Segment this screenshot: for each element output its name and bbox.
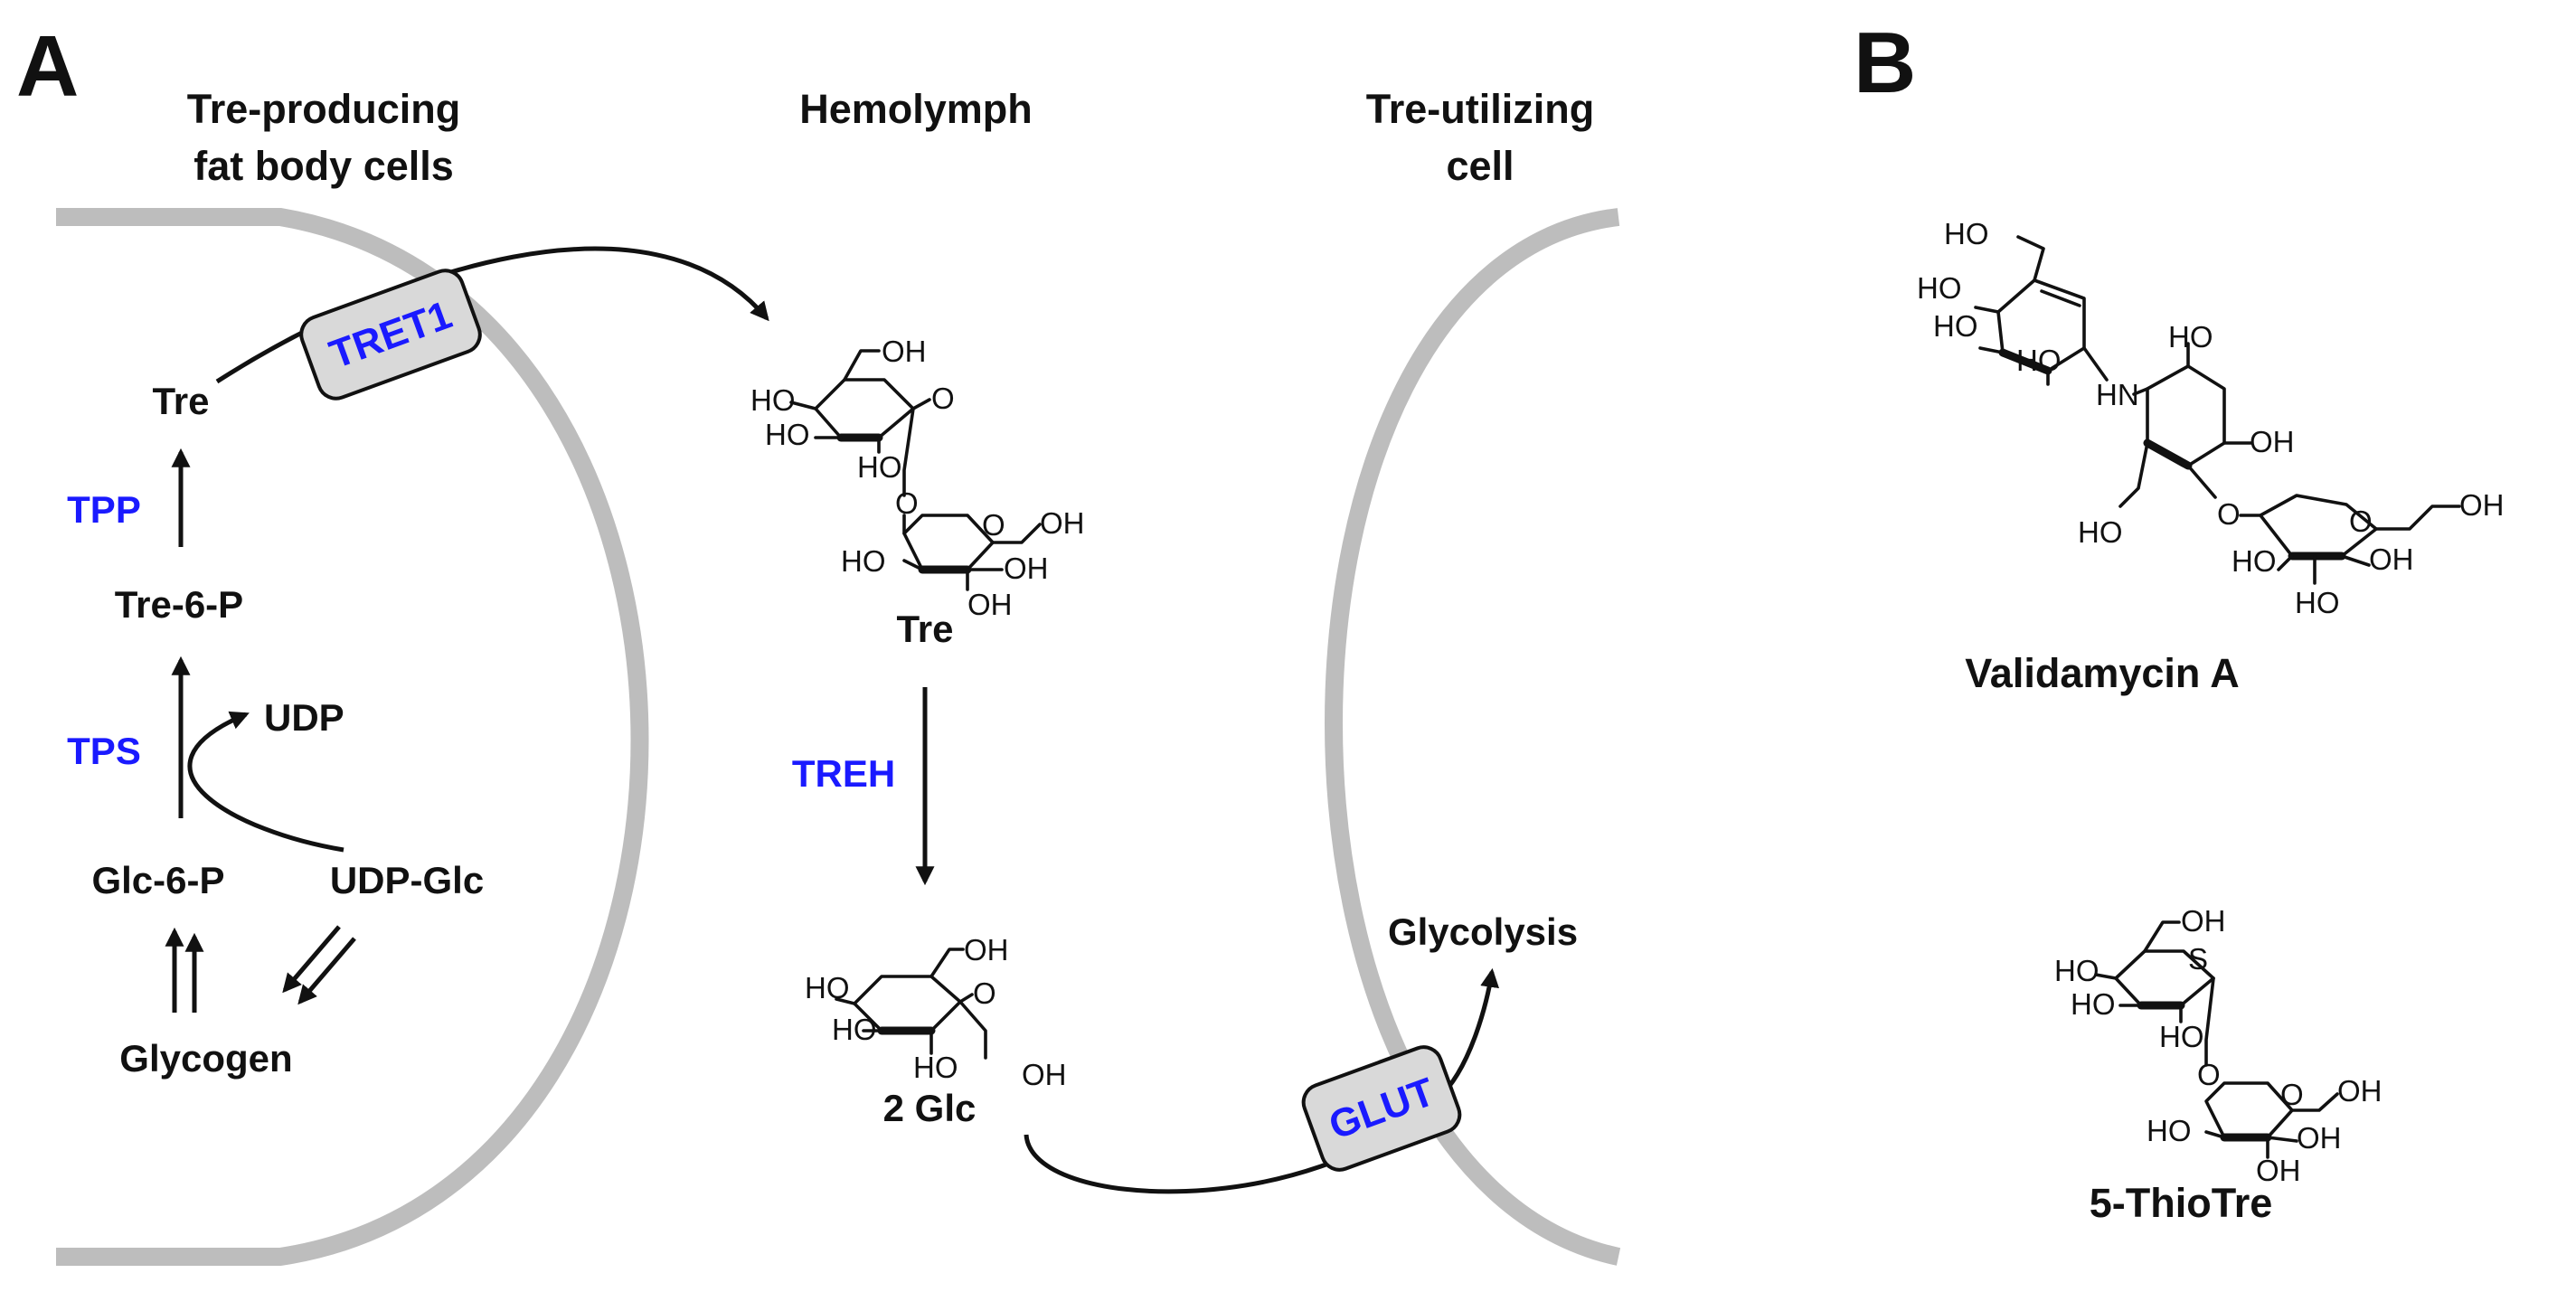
thio-o-ring: O bbox=[2280, 1078, 2304, 1111]
glc-ho-2: HO bbox=[832, 1013, 877, 1046]
thio-s: S bbox=[2188, 942, 2208, 976]
tps-enzyme-label: TPS bbox=[67, 730, 141, 772]
header-producing-line1: Tre-producing bbox=[187, 86, 461, 132]
treh-ho-3: HO bbox=[857, 450, 902, 484]
treh-oh-ch2b: OH bbox=[1040, 506, 1085, 540]
trehalose-structure: O OH HO HO HO O O OH HO OH OH bbox=[750, 335, 1085, 621]
two-glc-label: 2 Glc bbox=[883, 1087, 977, 1129]
tpp-enzyme-label: TPP bbox=[67, 488, 141, 531]
val-oh-ch2: OH bbox=[2459, 488, 2505, 522]
val-ho-3: HO bbox=[2016, 344, 2062, 377]
tret1-transporter: TRET1 bbox=[299, 269, 482, 401]
validamycin-a-label: Validamycin A bbox=[1965, 650, 2239, 696]
header-producing-line2: fat body cells bbox=[193, 143, 454, 189]
thiotre-label: 5-ThioTre bbox=[2090, 1180, 2273, 1226]
thio-o-glycosidic: O bbox=[2197, 1058, 2221, 1091]
val-hn: HN bbox=[2096, 378, 2139, 411]
udpglc-to-glycogen-arrow-2 bbox=[297, 937, 356, 1005]
val-ho-6: HO bbox=[2232, 544, 2277, 578]
thio-ho-2: HO bbox=[2071, 987, 2116, 1021]
panel-a-label: A bbox=[16, 18, 79, 115]
treh-enzyme-label: TREH bbox=[792, 752, 895, 795]
val-o-ring: O bbox=[2349, 505, 2373, 538]
thio-oh-ch2b: OH bbox=[2337, 1074, 2383, 1108]
val-ho-1: HO bbox=[1917, 271, 1962, 305]
val-ho-4: HO bbox=[2168, 320, 2213, 354]
thio-ho-3: HO bbox=[2159, 1020, 2204, 1053]
udpglc-label: UDP-Glc bbox=[330, 859, 484, 901]
val-oh-1: OH bbox=[2250, 425, 2295, 458]
val-ho-2: HO bbox=[1933, 309, 1978, 343]
validamycin-a-structure: HO HO HO HO HN HO OH HO O O OH HO OH HO bbox=[1917, 217, 2505, 619]
val-ho-5: HO bbox=[2078, 515, 2123, 549]
treh-ho-1: HO bbox=[750, 383, 796, 417]
header-utilizing-line2: cell bbox=[1446, 143, 1514, 189]
treh-ho-2: HO bbox=[765, 418, 810, 451]
thio-oh-5: OH bbox=[2297, 1121, 2342, 1155]
treh-o-ring1: O bbox=[931, 382, 955, 415]
thio-ho-1: HO bbox=[2054, 954, 2099, 987]
thiotrehalose-structure: OH S HO HO HO O O OH HO OH OH bbox=[2054, 904, 2383, 1187]
glc-oh-anomeric: OH bbox=[1022, 1058, 1067, 1091]
val-ho-7: HO bbox=[2295, 586, 2340, 619]
tre-export-arrow bbox=[215, 246, 769, 384]
treh-oh-ch2: OH bbox=[882, 335, 927, 368]
header-utilizing-line1: Tre-utilizing bbox=[1366, 86, 1595, 132]
udpglc-to-udp-arrow bbox=[187, 711, 344, 853]
tre-hemolymph-label: Tre bbox=[896, 608, 953, 650]
thio-oh-6: OH bbox=[2256, 1154, 2301, 1187]
glucose-structure: O OH HO HO HO OH bbox=[805, 933, 1067, 1091]
treh-oh-5: OH bbox=[1004, 552, 1049, 585]
utilizing-cell-membrane bbox=[1325, 208, 1621, 1266]
panel-b-label: B bbox=[1854, 14, 1916, 111]
glycogen-label: Glycogen bbox=[119, 1037, 292, 1080]
thio-oh-ch2: OH bbox=[2181, 904, 2226, 938]
treh-ho-4: HO bbox=[841, 544, 886, 578]
treh-oh-6: OH bbox=[967, 588, 1013, 621]
glc-ho-1: HO bbox=[805, 971, 850, 1004]
glc-o-ring: O bbox=[973, 976, 996, 1010]
thio-ho-4: HO bbox=[2147, 1114, 2192, 1147]
tre-intracellular-label: Tre bbox=[152, 380, 209, 422]
udpglc-to-glycogen-arrow-1 bbox=[282, 925, 341, 994]
val-ho-ch2: HO bbox=[1944, 217, 1989, 250]
treh-o-ring2: O bbox=[982, 508, 1005, 542]
header-hemolymph: Hemolymph bbox=[799, 86, 1033, 132]
treh-o-glycosidic: O bbox=[895, 486, 919, 520]
glut-transporter: GLUT bbox=[1301, 1045, 1462, 1172]
glycolysis-label: Glycolysis bbox=[1388, 910, 1578, 953]
val-o-glycosidic: O bbox=[2217, 497, 2241, 531]
glc-oh-ch2: OH bbox=[964, 933, 1009, 967]
udp-label: UDP bbox=[264, 696, 344, 739]
tre6p-label: Tre-6-P bbox=[115, 583, 243, 626]
val-oh-2: OH bbox=[2369, 542, 2414, 576]
glc6p-label: Glc-6-P bbox=[91, 859, 224, 901]
glc-ho-3: HO bbox=[913, 1051, 958, 1084]
